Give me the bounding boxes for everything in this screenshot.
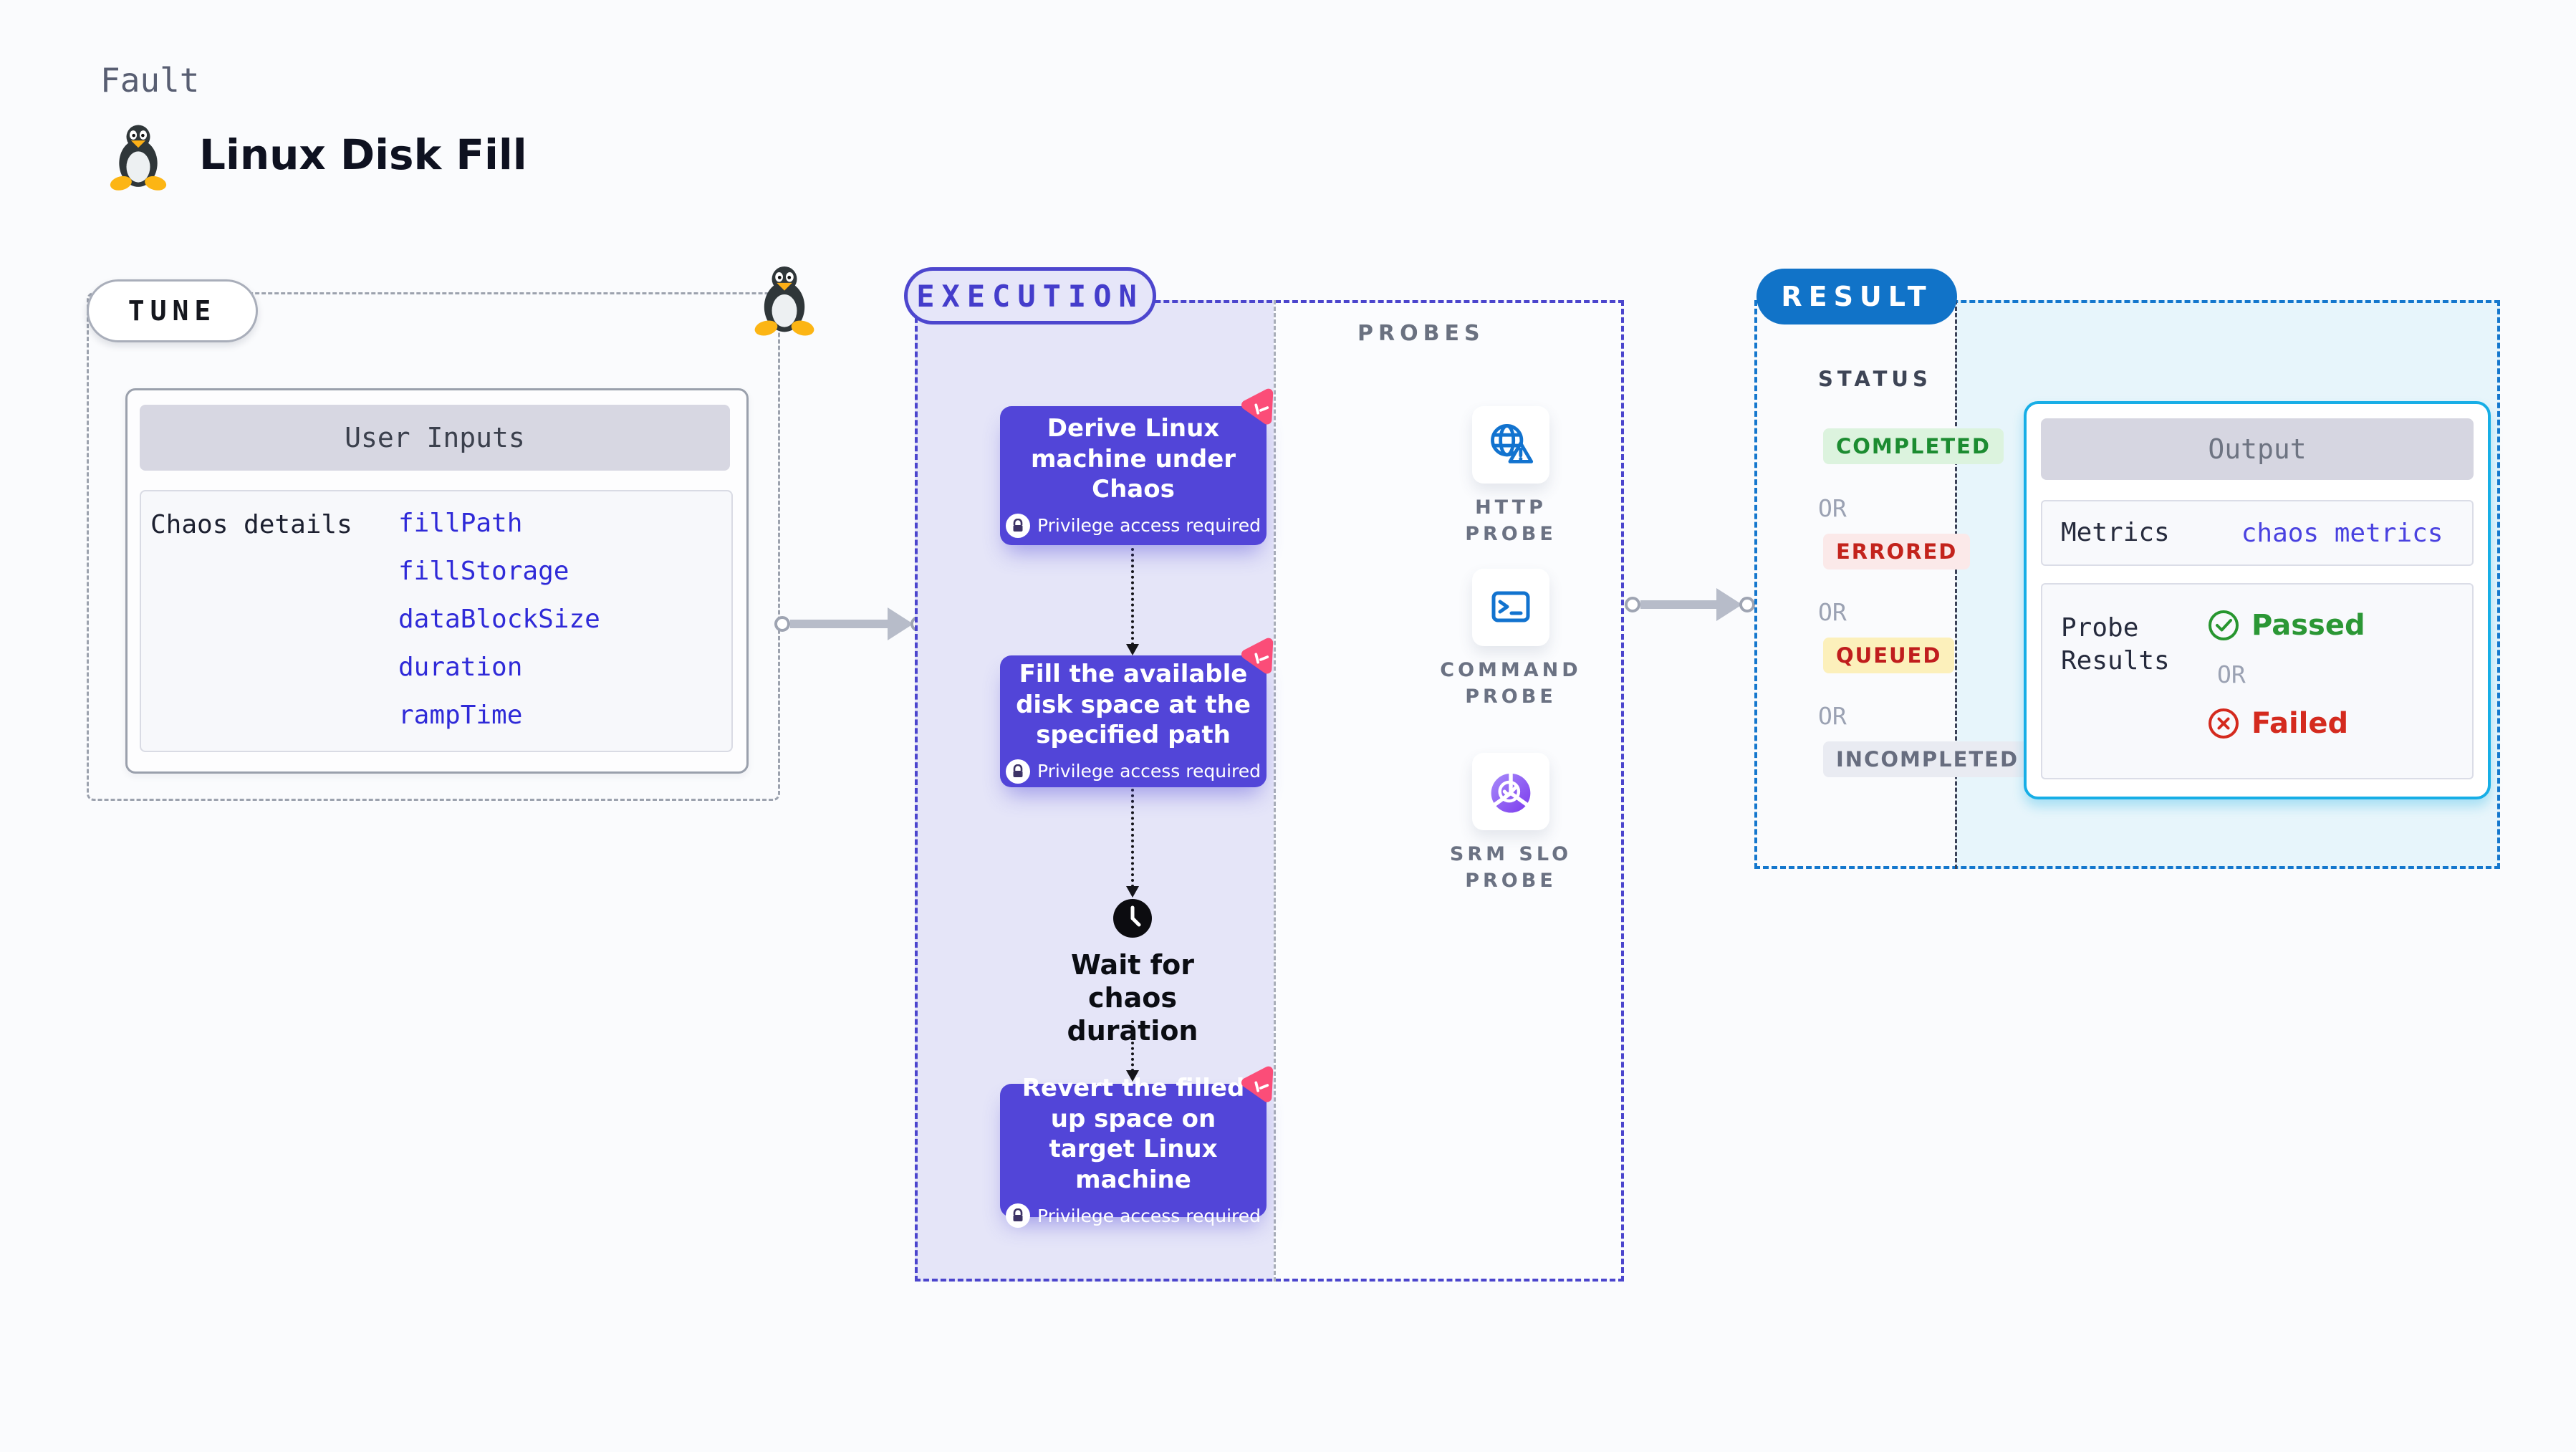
probes-panel-bg bbox=[1274, 300, 1624, 1282]
slo-donut-icon bbox=[1491, 771, 1531, 813]
or-separator: OR bbox=[1818, 702, 1847, 730]
tune-pill-label: TUNE bbox=[87, 279, 258, 342]
execution-section bbox=[915, 300, 1624, 1282]
privilege-text: Privilege access required bbox=[1037, 761, 1261, 782]
metrics-row: Metrics chaos metrics bbox=[2041, 500, 2474, 566]
tux-penguin-icon bbox=[110, 125, 167, 191]
probe-results-label: Probe Results bbox=[2061, 613, 2170, 675]
dotted-connector bbox=[1131, 548, 1134, 645]
dotted-connector bbox=[1131, 1020, 1134, 1072]
chaos-details-label: Chaos details bbox=[150, 510, 352, 539]
chaos-fault-icon bbox=[1241, 388, 1274, 425]
or-separator: OR bbox=[1818, 598, 1847, 626]
clock-icon bbox=[1113, 899, 1152, 938]
result-pill-label: RESULT bbox=[1756, 269, 1957, 324]
passed-result: Passed bbox=[2207, 609, 2365, 642]
status-heading: STATUS bbox=[1818, 367, 1932, 391]
probe-label-command: COMMAND PROBE bbox=[1440, 659, 1582, 708]
connector-arrowhead-icon bbox=[1126, 644, 1139, 655]
execution-node-fill: Fill the available disk space at the spe… bbox=[1000, 638, 1274, 787]
chaos-fault-icon bbox=[1241, 1066, 1274, 1102]
node-title: Revert the filled up space on target Lin… bbox=[1022, 1074, 1245, 1194]
or-separator: OR bbox=[2217, 660, 2246, 688]
terminal-icon bbox=[1491, 591, 1530, 622]
probe-card-command bbox=[1472, 569, 1549, 646]
user-inputs-header: User Inputs bbox=[140, 405, 730, 471]
param-link[interactable]: fillStorage bbox=[398, 557, 569, 586]
tux-penguin-icon bbox=[754, 266, 814, 336]
flow-arrow-tune-to-execution bbox=[774, 607, 926, 640]
privilege-badge: Privilege access required bbox=[1005, 759, 1261, 784]
execution-node-revert: Revert the filled up space on target Lin… bbox=[1000, 1066, 1274, 1228]
param-link[interactable]: fillPath bbox=[398, 509, 523, 538]
output-header: Output bbox=[2041, 418, 2474, 480]
probe-label-srm-slo: SRM SLO PROBE bbox=[1449, 843, 1572, 892]
lock-icon bbox=[1005, 759, 1030, 784]
node-title: Derive Linux machine under Chaos bbox=[1030, 414, 1236, 504]
or-separator: OR bbox=[1818, 494, 1847, 522]
privilege-text: Privilege access required bbox=[1037, 515, 1261, 537]
execution-node-derive: Derive Linux machine under Chaos Privile… bbox=[1000, 388, 1274, 545]
node-title: Fill the available disk space at the spe… bbox=[1016, 660, 1251, 750]
passed-text: Passed bbox=[2251, 609, 2365, 642]
status-badge-queued: QUEUED bbox=[1823, 638, 1955, 673]
connector-arrowhead-icon bbox=[1126, 886, 1139, 898]
page-title: Linux Disk Fill bbox=[199, 130, 527, 179]
user-inputs-body bbox=[140, 490, 733, 752]
param-link[interactable]: duration bbox=[398, 653, 523, 682]
status-badge-errored: ERRORED bbox=[1823, 534, 1971, 569]
tune-section bbox=[87, 292, 780, 801]
status-badge-completed: COMPLETED bbox=[1823, 428, 2004, 464]
param-list: fillPath fillStorage dataBlockSize durat… bbox=[398, 510, 600, 729]
failed-result: Failed bbox=[2207, 707, 2365, 740]
param-link[interactable]: rampTime bbox=[398, 701, 523, 730]
dotted-connector bbox=[1131, 789, 1134, 888]
privilege-badge: Privilege access required bbox=[1005, 1203, 1261, 1228]
metrics-label: Metrics bbox=[2061, 518, 2170, 547]
connector-arrowhead-icon bbox=[1126, 1070, 1139, 1082]
probe-card-http bbox=[1472, 406, 1549, 484]
execution-probes-divider bbox=[1274, 300, 1276, 1282]
probe-label-http: HTTP PROBE bbox=[1465, 496, 1557, 545]
result-section bbox=[1754, 300, 2500, 869]
check-circle-icon bbox=[2209, 610, 2239, 640]
lock-icon bbox=[1005, 513, 1030, 538]
probe-results-row: Probe Results Passed OR Failed bbox=[2041, 583, 2474, 779]
globe-alert-icon bbox=[1491, 424, 1534, 463]
privilege-badge: Privilege access required bbox=[1005, 513, 1261, 538]
privilege-text: Privilege access required bbox=[1037, 1205, 1261, 1226]
chaos-fault-icon bbox=[1241, 638, 1274, 674]
status-output-divider bbox=[1955, 300, 1957, 869]
wait-step-label: Wait for chaos duration bbox=[1067, 949, 1198, 1047]
fault-kicker: Fault bbox=[100, 61, 200, 100]
metrics-value-link[interactable]: chaos metrics bbox=[2241, 518, 2443, 548]
probe-card-srm-slo bbox=[1472, 753, 1549, 830]
x-circle-icon bbox=[2209, 708, 2239, 739]
status-badge-incompleted: INCOMPLETED bbox=[1823, 741, 2032, 777]
failed-text: Failed bbox=[2251, 707, 2349, 740]
lock-icon bbox=[1005, 1203, 1030, 1228]
probes-heading: PROBES bbox=[1357, 321, 1485, 346]
execution-pill-label: EXECUTION bbox=[904, 267, 1156, 324]
param-link[interactable]: dataBlockSize bbox=[398, 605, 600, 634]
flow-arrow-execution-to-result bbox=[1625, 588, 1755, 621]
